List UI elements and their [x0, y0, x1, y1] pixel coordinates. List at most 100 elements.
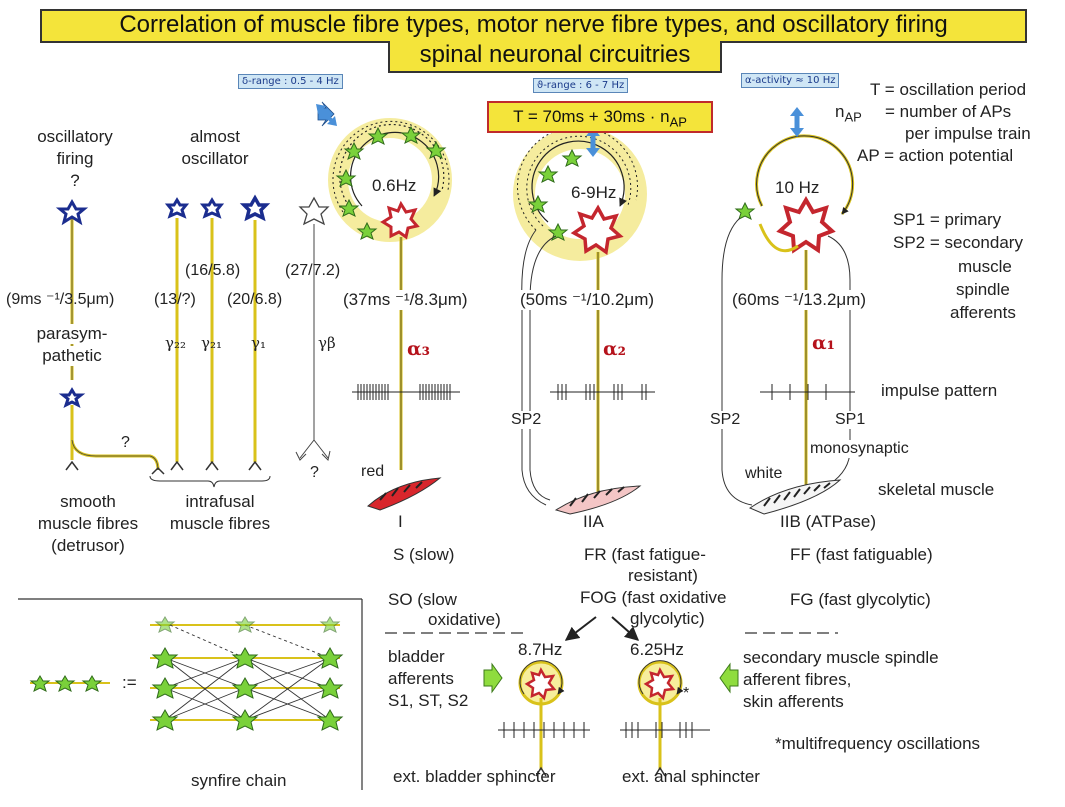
velocity-gamma-beta: (27/7.2)	[285, 262, 341, 279]
motor-type-FF: FF (fast fatiguable)	[790, 545, 933, 564]
alpha2-green-neurons	[527, 148, 583, 241]
green-arrow-icon	[719, 662, 739, 694]
label-intrafusal: intrafusal	[185, 492, 255, 511]
red-muscle-fibre	[367, 477, 442, 511]
red-star-neuron-icon	[570, 204, 624, 256]
pink-muscle-fibre	[554, 485, 642, 515]
freq-alpha1: 10 Hz	[775, 178, 820, 197]
synfire-label: synfire chain	[191, 771, 287, 790]
freq-alpha3: 0.6Hz	[372, 176, 417, 195]
formula-subscript: AP	[669, 114, 687, 130]
red-star-neuron-icon	[776, 196, 836, 254]
legend-sp2-muscle: muscle	[958, 257, 1012, 276]
label-gamma21: γ₂₁	[201, 334, 222, 352]
label-white: white	[745, 465, 783, 482]
label-detrusor: (detrusor)	[51, 536, 125, 555]
blue-star-neuron-icon	[58, 387, 86, 408]
theta-range-badge: ϑ-range : 6 - 7 Hz	[533, 78, 629, 93]
freq-anal: 6.25Hz	[630, 640, 684, 659]
alpha3-impulse-pattern	[352, 384, 460, 400]
blue-star-neuron-icon	[199, 197, 225, 219]
label-alpha2: α₂	[603, 338, 626, 360]
delta-range-badge: δ-range : 0.5 - 4 Hz	[238, 74, 343, 89]
alpha1-afferents	[721, 217, 851, 506]
blue-star-neuron-icon	[55, 198, 89, 226]
bladder-sphincter-oscillator	[518, 660, 565, 777]
bladder-sphincter-label: ext. bladder sphincter	[393, 767, 556, 786]
nap-n: n	[835, 102, 845, 121]
label-smooth: smooth	[60, 492, 116, 511]
blue-double-arrow-icon	[316, 104, 337, 126]
label-oscillatory-q: ?	[70, 171, 80, 190]
red-star-neuron-icon	[380, 200, 420, 240]
monosynaptic-label: monosynaptic	[810, 440, 909, 459]
gamma-beta-question: ?	[310, 464, 319, 481]
label-alpha1: α₁	[812, 332, 835, 354]
label-parasym: parasym-	[24, 324, 120, 344]
legend-sp2-afferents: afferents	[950, 303, 1016, 322]
alpha2-impulse-pattern	[550, 384, 655, 400]
label-smooth-muscle: muscle fibres	[37, 514, 139, 533]
legend-nap-symbol: nAP	[835, 102, 862, 125]
title-text-2: spinal neuronal circuitries	[419, 41, 691, 68]
metab-SO-1: SO (slow	[388, 590, 457, 609]
label-oscillator: oscillator	[181, 149, 249, 168]
legend-sp1: SP1 = primary	[893, 210, 1002, 229]
alpha-activity-badge: α-activity ≈ 10 Hz	[741, 73, 840, 88]
red-star-neuron-icon	[524, 667, 557, 701]
freq-alpha2: 6-9Hz	[571, 183, 617, 202]
alpha1-sp1-label: SP1	[835, 411, 866, 430]
bladder-afferents-3: S1, ST, S2	[388, 691, 469, 710]
arrow-to-anal	[611, 616, 640, 641]
period-formula: T = 70ms + 30ms · nAP	[487, 101, 713, 133]
velocity-alpha3: (37ms ⁻¹/8.3μm)	[343, 290, 468, 310]
alpha3-green-neurons	[335, 125, 447, 240]
gamma-beta-fibre	[295, 196, 331, 461]
title-line1: Correlation of muscle fibre types, motor…	[40, 9, 1027, 43]
red-star-neuron-icon	[643, 667, 676, 701]
green-neuron-icon	[734, 201, 756, 220]
label-gamma-beta: γβ	[318, 334, 336, 352]
synfire-chain-panel	[18, 598, 363, 790]
muscle-type-IIB: IIB (ATPase)	[780, 512, 877, 531]
alpha1-impulse-pattern	[760, 384, 855, 400]
white-muscle-fibre	[748, 479, 842, 515]
skeletal-muscle-label: skeletal muscle	[878, 480, 995, 499]
metab-FOG-1: FOG (fast oxidative	[580, 588, 727, 607]
blue-double-arrow-icon	[790, 107, 804, 137]
alpha1-sp2-label: SP2	[710, 411, 741, 430]
legend-ap: AP = action potential	[857, 146, 1014, 165]
bladder-impulse-pattern	[498, 722, 590, 738]
title-text-1: Correlation of muscle fibre types, motor…	[119, 11, 948, 38]
muscle-type-I: I	[398, 512, 403, 531]
anal-sphincter-label: ext. anal sphincter	[622, 767, 760, 786]
secondary-spindle-3: skin afferents	[743, 692, 844, 711]
parasympathetic-neuron-lower	[58, 387, 165, 475]
motor-type-FR-1: FR (fast fatigue-	[584, 545, 706, 564]
label-intrafusal-muscle: muscle fibres	[169, 514, 271, 533]
velocity-gamma21: (16/5.8)	[185, 262, 241, 279]
anal-impulse-pattern	[620, 722, 710, 738]
legend-sp2-spindle: spindle	[956, 280, 1010, 299]
title-line2: spinal neuronal circuitries	[388, 41, 722, 73]
label-firing: firing	[56, 149, 94, 168]
alpha3-oscillator	[328, 118, 452, 470]
freq-bladder: 8.7Hz	[518, 640, 563, 659]
metab-SO-2: oxidative)	[428, 610, 501, 629]
blue-star-neuron-icon	[164, 197, 190, 219]
label-red: red	[361, 463, 385, 480]
label-pathetic: pathetic	[24, 346, 120, 366]
legend-t: T = oscillation period	[870, 80, 1027, 99]
velocity-parasympathetic: (9ms ⁻¹/3.5μm)	[6, 291, 115, 308]
impulse-pattern-label: impulse pattern	[881, 381, 998, 400]
blue-star-neuron-icon	[239, 194, 271, 222]
anal-sphincter-oscillator	[637, 660, 684, 777]
label-gamma22: γ₂₂	[165, 334, 186, 352]
legend-sp2: SP2 = secondary	[893, 233, 1023, 252]
multifrequency-note: *multifrequency oscillations	[775, 734, 981, 753]
gamma-21-fibre	[199, 197, 225, 471]
gamma-1-fibre	[239, 194, 271, 471]
label-gamma1: γ₁	[251, 334, 266, 352]
muscle-type-IIA: IIA	[583, 512, 604, 531]
nap-sub: AP	[844, 109, 862, 125]
